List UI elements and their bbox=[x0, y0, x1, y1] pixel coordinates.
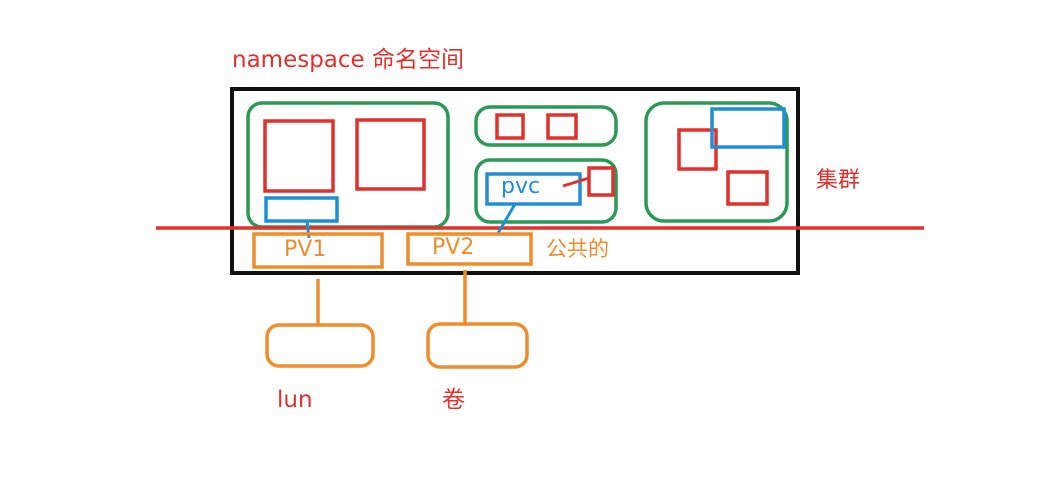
pv2-box bbox=[406, 232, 533, 266]
namespace-label: namespace 命名空间 bbox=[232, 47, 465, 73]
container-3a bbox=[587, 166, 615, 197]
public-label: 公共的 bbox=[546, 237, 609, 261]
pvc-label: pvc bbox=[501, 174, 541, 199]
namespace-box bbox=[230, 87, 800, 275]
lun-label: lun bbox=[277, 387, 313, 413]
pod-group-2 bbox=[474, 105, 618, 147]
volume-mount-1 bbox=[264, 196, 339, 223]
container-2a bbox=[495, 113, 525, 140]
container-2b bbox=[546, 113, 578, 140]
cluster-label: 集群 bbox=[816, 168, 861, 193]
pvc-box bbox=[485, 172, 582, 206]
container-1b bbox=[355, 118, 426, 191]
volume-storage-box bbox=[426, 322, 529, 369]
pv1-label: PV1 bbox=[284, 237, 327, 262]
pvc-to-pv2-link bbox=[495, 203, 517, 236]
container-4b bbox=[726, 170, 769, 206]
container-4a bbox=[677, 128, 718, 171]
container-1a bbox=[263, 119, 335, 193]
pod-group-4 bbox=[644, 101, 789, 223]
lun-storage-box bbox=[265, 323, 375, 368]
pv2-label: PV2 bbox=[432, 235, 475, 260]
volume-label: 卷 bbox=[442, 387, 465, 413]
pvc-container-link bbox=[562, 176, 590, 188]
volume-mount-4 bbox=[710, 107, 786, 149]
pv1-box bbox=[252, 232, 384, 269]
pod-group-3 bbox=[474, 158, 618, 224]
